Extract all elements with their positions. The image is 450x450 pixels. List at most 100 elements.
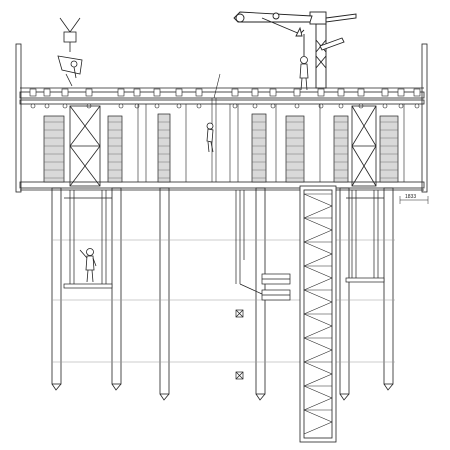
wall-opening-markers <box>235 309 244 380</box>
upper-deck-beam <box>19 91 425 99</box>
form-panel-3 <box>157 113 171 183</box>
deck-bracket-pin <box>338 103 344 109</box>
concrete-placing-boom <box>233 11 357 89</box>
deck-bracket <box>85 88 93 97</box>
deck-bracket <box>269 88 277 97</box>
stair-flight <box>303 217 333 231</box>
deck-bracket <box>29 88 37 97</box>
top-working-platform <box>15 43 428 193</box>
wall-column-3 <box>159 187 170 395</box>
form-panel-6 <box>333 115 349 183</box>
deck-bracket-pin <box>30 103 36 109</box>
wall-column-2 <box>111 187 122 385</box>
deck-bracket-pin <box>196 103 202 109</box>
wall-column-6 <box>383 187 394 385</box>
deck-bracket <box>337 88 345 97</box>
deck-bracket-pin <box>176 103 182 109</box>
truss-frame-left <box>69 105 101 187</box>
stair-flight <box>303 349 333 363</box>
column-bottom-bevels <box>51 383 394 401</box>
stair-flight <box>303 277 333 291</box>
worker-figures <box>70 56 309 283</box>
stair-flight <box>303 205 333 219</box>
stair-flight <box>303 373 333 387</box>
form-panel-2 <box>107 115 123 183</box>
core-wall-columns <box>51 187 394 395</box>
hanging-scaffold-left <box>63 190 113 289</box>
dimension-label: 1833 <box>405 194 416 200</box>
upper-deck-beam-2 <box>19 99 425 105</box>
stair-flight <box>303 229 333 243</box>
deck-bracket-pin <box>232 103 238 109</box>
stair-flights <box>303 193 333 435</box>
stair-flight <box>303 253 333 267</box>
deck-bracket-pin <box>382 103 388 109</box>
stair-flight <box>303 193 333 207</box>
deck-bracket <box>43 88 51 97</box>
left-edge-post <box>15 43 22 193</box>
deck-bracket-pin <box>134 103 140 109</box>
hanging-scaffold-right <box>345 190 385 283</box>
deck-bracket-pin <box>398 103 404 109</box>
form-panel-ribs <box>44 121 398 179</box>
crane-hook <box>57 17 83 87</box>
stair-flight <box>303 325 333 339</box>
deck-bracket <box>153 88 161 97</box>
form-panel-4 <box>251 113 267 183</box>
deck-bracket <box>397 88 405 97</box>
center-access-ladder <box>211 73 221 182</box>
stair-flight <box>303 289 333 303</box>
stair-flight <box>303 361 333 375</box>
deck-bracket-pin <box>414 103 420 109</box>
stair-flight <box>303 385 333 399</box>
deck-bracket <box>61 88 69 97</box>
stair-flight <box>303 301 333 315</box>
deck-bracket <box>413 88 421 97</box>
worker-top-boom <box>299 56 309 91</box>
stair-flight <box>303 241 333 255</box>
deck-brackets <box>29 88 421 109</box>
stair-flight <box>303 397 333 411</box>
deck-bracket <box>251 88 259 97</box>
deck-bracket <box>381 88 389 97</box>
stair-flight <box>303 337 333 351</box>
deck-bracket <box>357 88 365 97</box>
stair-flight <box>303 313 333 327</box>
worker-ladder <box>206 122 214 153</box>
dimension-annotation <box>399 196 429 204</box>
deck-bracket-pin <box>44 103 50 109</box>
worker-crane <box>70 60 78 79</box>
truss-frame-right <box>351 105 377 187</box>
form-panel-1 <box>43 115 65 183</box>
deck-bracket-pin <box>318 103 324 109</box>
worker-left-scaffold <box>79 248 97 283</box>
deck-bracket <box>195 88 203 97</box>
hanging-scaffold-center <box>235 190 291 301</box>
stair-flight <box>303 409 333 423</box>
deck-bracket-pin <box>62 103 68 109</box>
deck-bracket-pin <box>270 103 276 109</box>
formwork-panels <box>43 113 399 183</box>
wall-column-5 <box>339 187 350 395</box>
deck-bracket-pin <box>118 103 124 109</box>
floor-level-lines <box>52 239 395 363</box>
deck-bracket <box>231 88 239 97</box>
deck-bracket <box>293 88 301 97</box>
deck-bracket-pin <box>252 103 258 109</box>
form-panel-7 <box>379 115 399 183</box>
platform-hanger-rods <box>137 104 405 182</box>
form-panel-5 <box>285 115 305 183</box>
right-edge-post <box>421 43 428 193</box>
deck-bracket-pin <box>154 103 160 109</box>
deck-bracket-pin <box>294 103 300 109</box>
stair-flight <box>303 265 333 279</box>
deck-bracket <box>175 88 183 97</box>
deck-bracket <box>133 88 141 97</box>
lower-deck-beam <box>19 181 425 189</box>
deck-bracket <box>117 88 125 97</box>
wall-column-1 <box>51 187 62 385</box>
stair-flight <box>303 421 333 435</box>
deck-bracket <box>317 88 325 97</box>
